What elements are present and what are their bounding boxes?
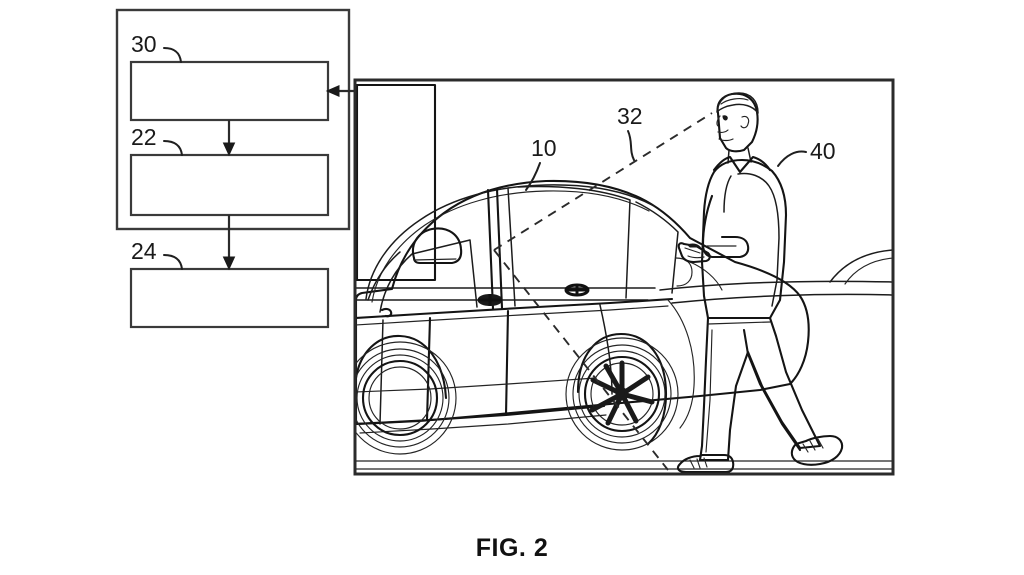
mobile-device bbox=[677, 242, 711, 264]
leader-32 bbox=[627, 130, 635, 161]
scene-frame-group bbox=[353, 78, 895, 476]
sensor-detection-lines bbox=[493, 112, 713, 471]
connector-30-to-22 bbox=[222, 120, 236, 157]
side-mirror bbox=[412, 227, 463, 265]
block-22[interactable] bbox=[129, 153, 330, 217]
leader-24 bbox=[163, 254, 183, 270]
ref-label-32: 32 bbox=[617, 103, 643, 129]
figure-caption: FIG. 2 bbox=[476, 534, 548, 562]
rear-door-handle bbox=[564, 283, 590, 297]
connector-22-to-24 bbox=[222, 215, 236, 271]
rear-wheel bbox=[565, 332, 679, 451]
door-keyhole bbox=[380, 307, 393, 318]
outer-container-box bbox=[115, 8, 351, 231]
ref-label-40: 40 bbox=[810, 138, 836, 164]
block-30[interactable] bbox=[129, 60, 330, 122]
block-diagram: 30 22 24 bbox=[115, 8, 371, 329]
sensor-module[interactable] bbox=[356, 83, 437, 282]
leader-22 bbox=[163, 140, 183, 156]
ref-label-10: 10 bbox=[531, 135, 557, 161]
scene-frame bbox=[353, 78, 895, 476]
vehicle[interactable] bbox=[344, 179, 810, 455]
front-wheel bbox=[356, 334, 457, 455]
leader-10 bbox=[525, 162, 541, 191]
ref-label-24: 24 bbox=[131, 238, 157, 264]
leader-30 bbox=[163, 47, 182, 63]
scene-reference-numerals: 10 32 40 bbox=[525, 103, 836, 191]
scene-contents bbox=[344, 83, 892, 473]
background-vehicle bbox=[829, 249, 892, 285]
ref-label-22: 22 bbox=[131, 124, 157, 150]
front-shoe bbox=[790, 434, 844, 466]
block-24[interactable] bbox=[129, 267, 330, 329]
detection-line-upper bbox=[493, 112, 713, 251]
pedestrian[interactable] bbox=[676, 92, 844, 473]
leader-40 bbox=[777, 150, 807, 167]
ref-label-30: 30 bbox=[131, 31, 157, 57]
front-door-handle bbox=[477, 294, 503, 306]
rear-shoe bbox=[676, 453, 735, 473]
